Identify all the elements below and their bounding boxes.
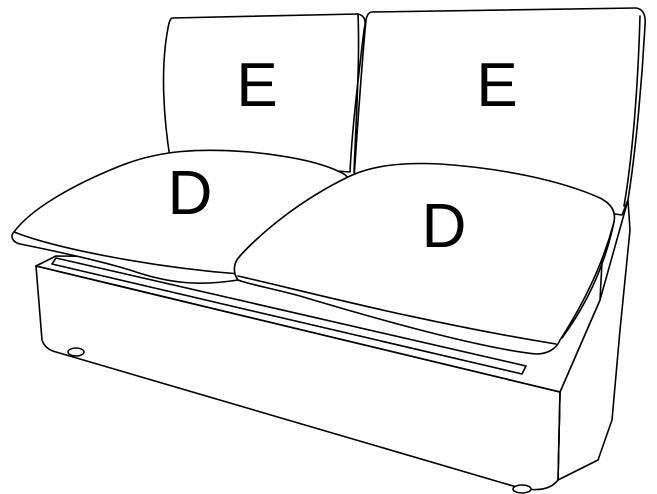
backrest-left-label: E — [236, 55, 277, 117]
foot-right — [513, 485, 531, 493]
foot-left — [68, 348, 84, 356]
backrest-right-label: E — [476, 55, 517, 117]
seat-cushion-left-label: D — [168, 163, 213, 225]
seat-cushion-right-label: D — [422, 196, 467, 258]
